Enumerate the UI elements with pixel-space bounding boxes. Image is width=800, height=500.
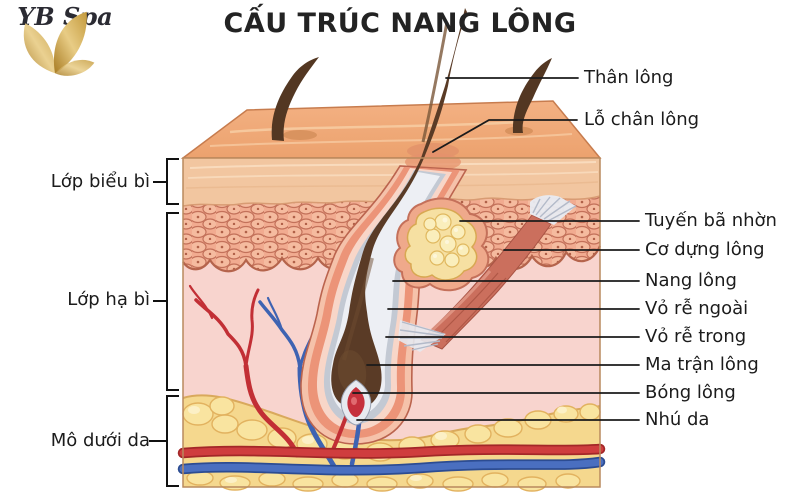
layer-brackets (149, 158, 179, 487)
label-arrector-pili: Cơ dựng lông (645, 239, 765, 260)
leader-lines (352, 77, 640, 421)
label-hair-shaft: Thân lông (584, 67, 674, 88)
label-subcutaneous-layer: Mô dưới da (50, 430, 150, 451)
butterfly-icon (23, 11, 95, 76)
brand-name: YB Spa (17, 2, 113, 31)
pore-shadow-left (283, 130, 317, 140)
block-outline (182, 157, 601, 488)
label-hair-bulb: Bóng lông (645, 382, 736, 403)
label-sebaceous-gland: Tuyến bã nhờn (645, 210, 777, 231)
hair-right (512, 58, 552, 133)
label-hair-follicle: Nang lông (645, 270, 737, 291)
label-epidermis-layer: Lớp biểu bì (50, 171, 150, 192)
label-inner-root-sheath: Vỏ rễ trong (645, 326, 747, 347)
muscle-upper-tendon (530, 195, 576, 225)
artery-branches (188, 284, 300, 458)
label-outer-root-sheath: Vỏ rễ ngoài (645, 298, 749, 319)
label-dermis-layer: Lớp hạ bì (67, 289, 150, 310)
diagram-title: CẤU TRÚC NANG LÔNG (223, 8, 577, 39)
hair-shaft (331, 8, 467, 405)
arrector-pili-muscle (398, 195, 577, 352)
label-hair-matrix: Ma trận lông (645, 354, 759, 375)
label-dermal-papilla: Nhú da (645, 409, 710, 430)
hair-left (271, 57, 319, 141)
label-hair-pore: Lỗ chân lông (584, 109, 700, 130)
muscle-lower-tendon (398, 320, 446, 352)
dermal-papilla (340, 379, 372, 426)
yb-spa-logo: YB Spa (10, 2, 120, 76)
skin-top-face (180, 100, 602, 159)
subcutaneous-vessels (177, 443, 606, 476)
